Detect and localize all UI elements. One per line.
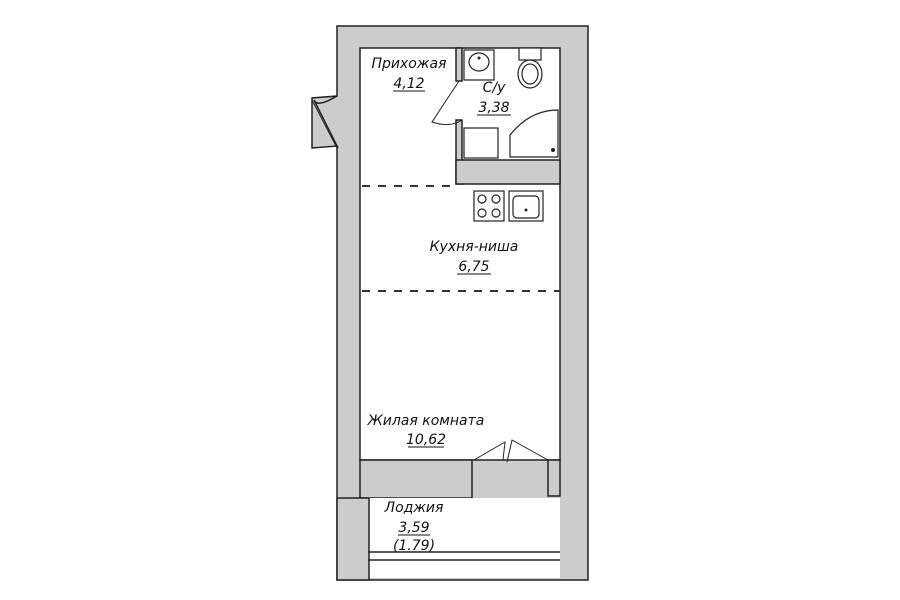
bathroom-name: С/у	[483, 80, 506, 96]
washbasin-icon	[463, 49, 495, 81]
kitchen-sink-icon	[508, 190, 544, 222]
kitchen-area: 6,75	[458, 259, 489, 275]
hallway-name: Прихожая	[372, 56, 447, 72]
stove-icon	[473, 190, 505, 222]
hallway-area: 4,12	[393, 76, 424, 92]
loggia-area: 3,59	[398, 520, 429, 536]
loggia-name: Лоджия	[384, 500, 444, 516]
balcony-door-right	[506, 439, 549, 463]
shower-tray-icon	[509, 109, 559, 158]
loggia-floor-edge	[336, 497, 370, 581]
bathroom-wall-bottom	[455, 159, 561, 185]
living-room-area: 10,62	[406, 432, 446, 448]
loggia-area-reduced: (1.79)	[393, 538, 435, 554]
bathroom-door	[431, 80, 463, 126]
loggia-wall-left	[359, 459, 473, 499]
washing-machine-icon	[463, 127, 499, 159]
balcony-door-left	[473, 441, 506, 461]
bathroom-area: 3,38	[478, 100, 509, 116]
entrance-door-swing	[311, 99, 338, 149]
kitchen-name: Кухня-ниша	[430, 239, 519, 255]
loggia-wall-right	[547, 459, 561, 497]
living-room-name: Жилая комната	[367, 413, 485, 429]
toilet-icon	[517, 47, 543, 89]
entrance-door	[313, 95, 339, 149]
bathroom-wall-left	[455, 47, 463, 82]
